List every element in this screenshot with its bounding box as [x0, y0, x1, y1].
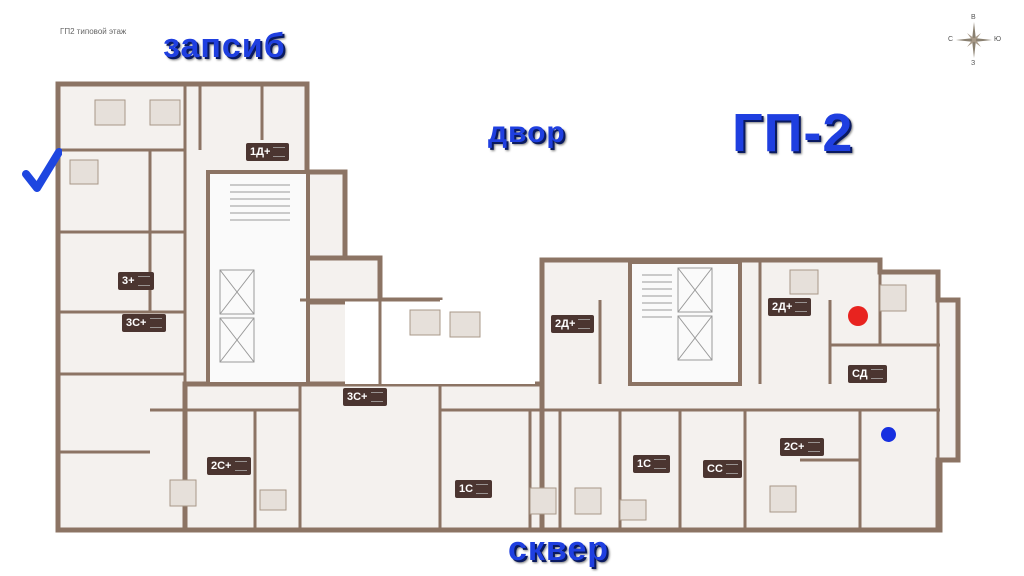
compass-south: З — [971, 60, 976, 67]
apartment-badge[interactable]: 2С+ — [780, 438, 824, 456]
label-courtyard: двор — [488, 116, 566, 149]
compass-west: С — [948, 36, 954, 43]
apartment-badge[interactable]: 1Д+ — [246, 143, 290, 161]
stairs — [230, 184, 672, 318]
checkmark-icon — [22, 148, 62, 192]
apartment-badge[interactable]: 3С+ — [343, 388, 387, 406]
compass-east: Ю — [994, 36, 1002, 43]
elevators — [219, 267, 713, 363]
furniture — [69, 99, 907, 521]
building-title: ГП-2 — [732, 103, 854, 163]
apartment-badge[interactable]: 1С — [633, 455, 671, 473]
compass-icon — [956, 22, 992, 58]
blue-marker — [881, 427, 896, 442]
label-square: сквер — [508, 530, 610, 568]
floor-subtitle: ГП2 типовой этаж — [60, 27, 127, 36]
apartment-badge[interactable]: 1С — [455, 480, 493, 498]
apartment-badge[interactable]: СД — [848, 365, 887, 383]
apartment-badge[interactable]: 2С+ — [207, 457, 251, 475]
apartment-badge[interactable]: 2Д+ — [551, 315, 595, 333]
red-marker — [848, 306, 868, 326]
interior-walls — [58, 84, 940, 530]
apartment-badge[interactable]: 2Д+ — [768, 298, 812, 316]
apartment-badge[interactable]: 3С+ — [122, 314, 166, 332]
label-zapsib: запсиб — [163, 27, 286, 65]
apartment-badge[interactable]: 3+ — [118, 272, 154, 290]
compass-north: В — [971, 14, 976, 21]
core — [206, 170, 742, 386]
compass-rose: В С Ю З — [948, 14, 1008, 74]
apartment-badge[interactable]: СС — [703, 460, 742, 478]
